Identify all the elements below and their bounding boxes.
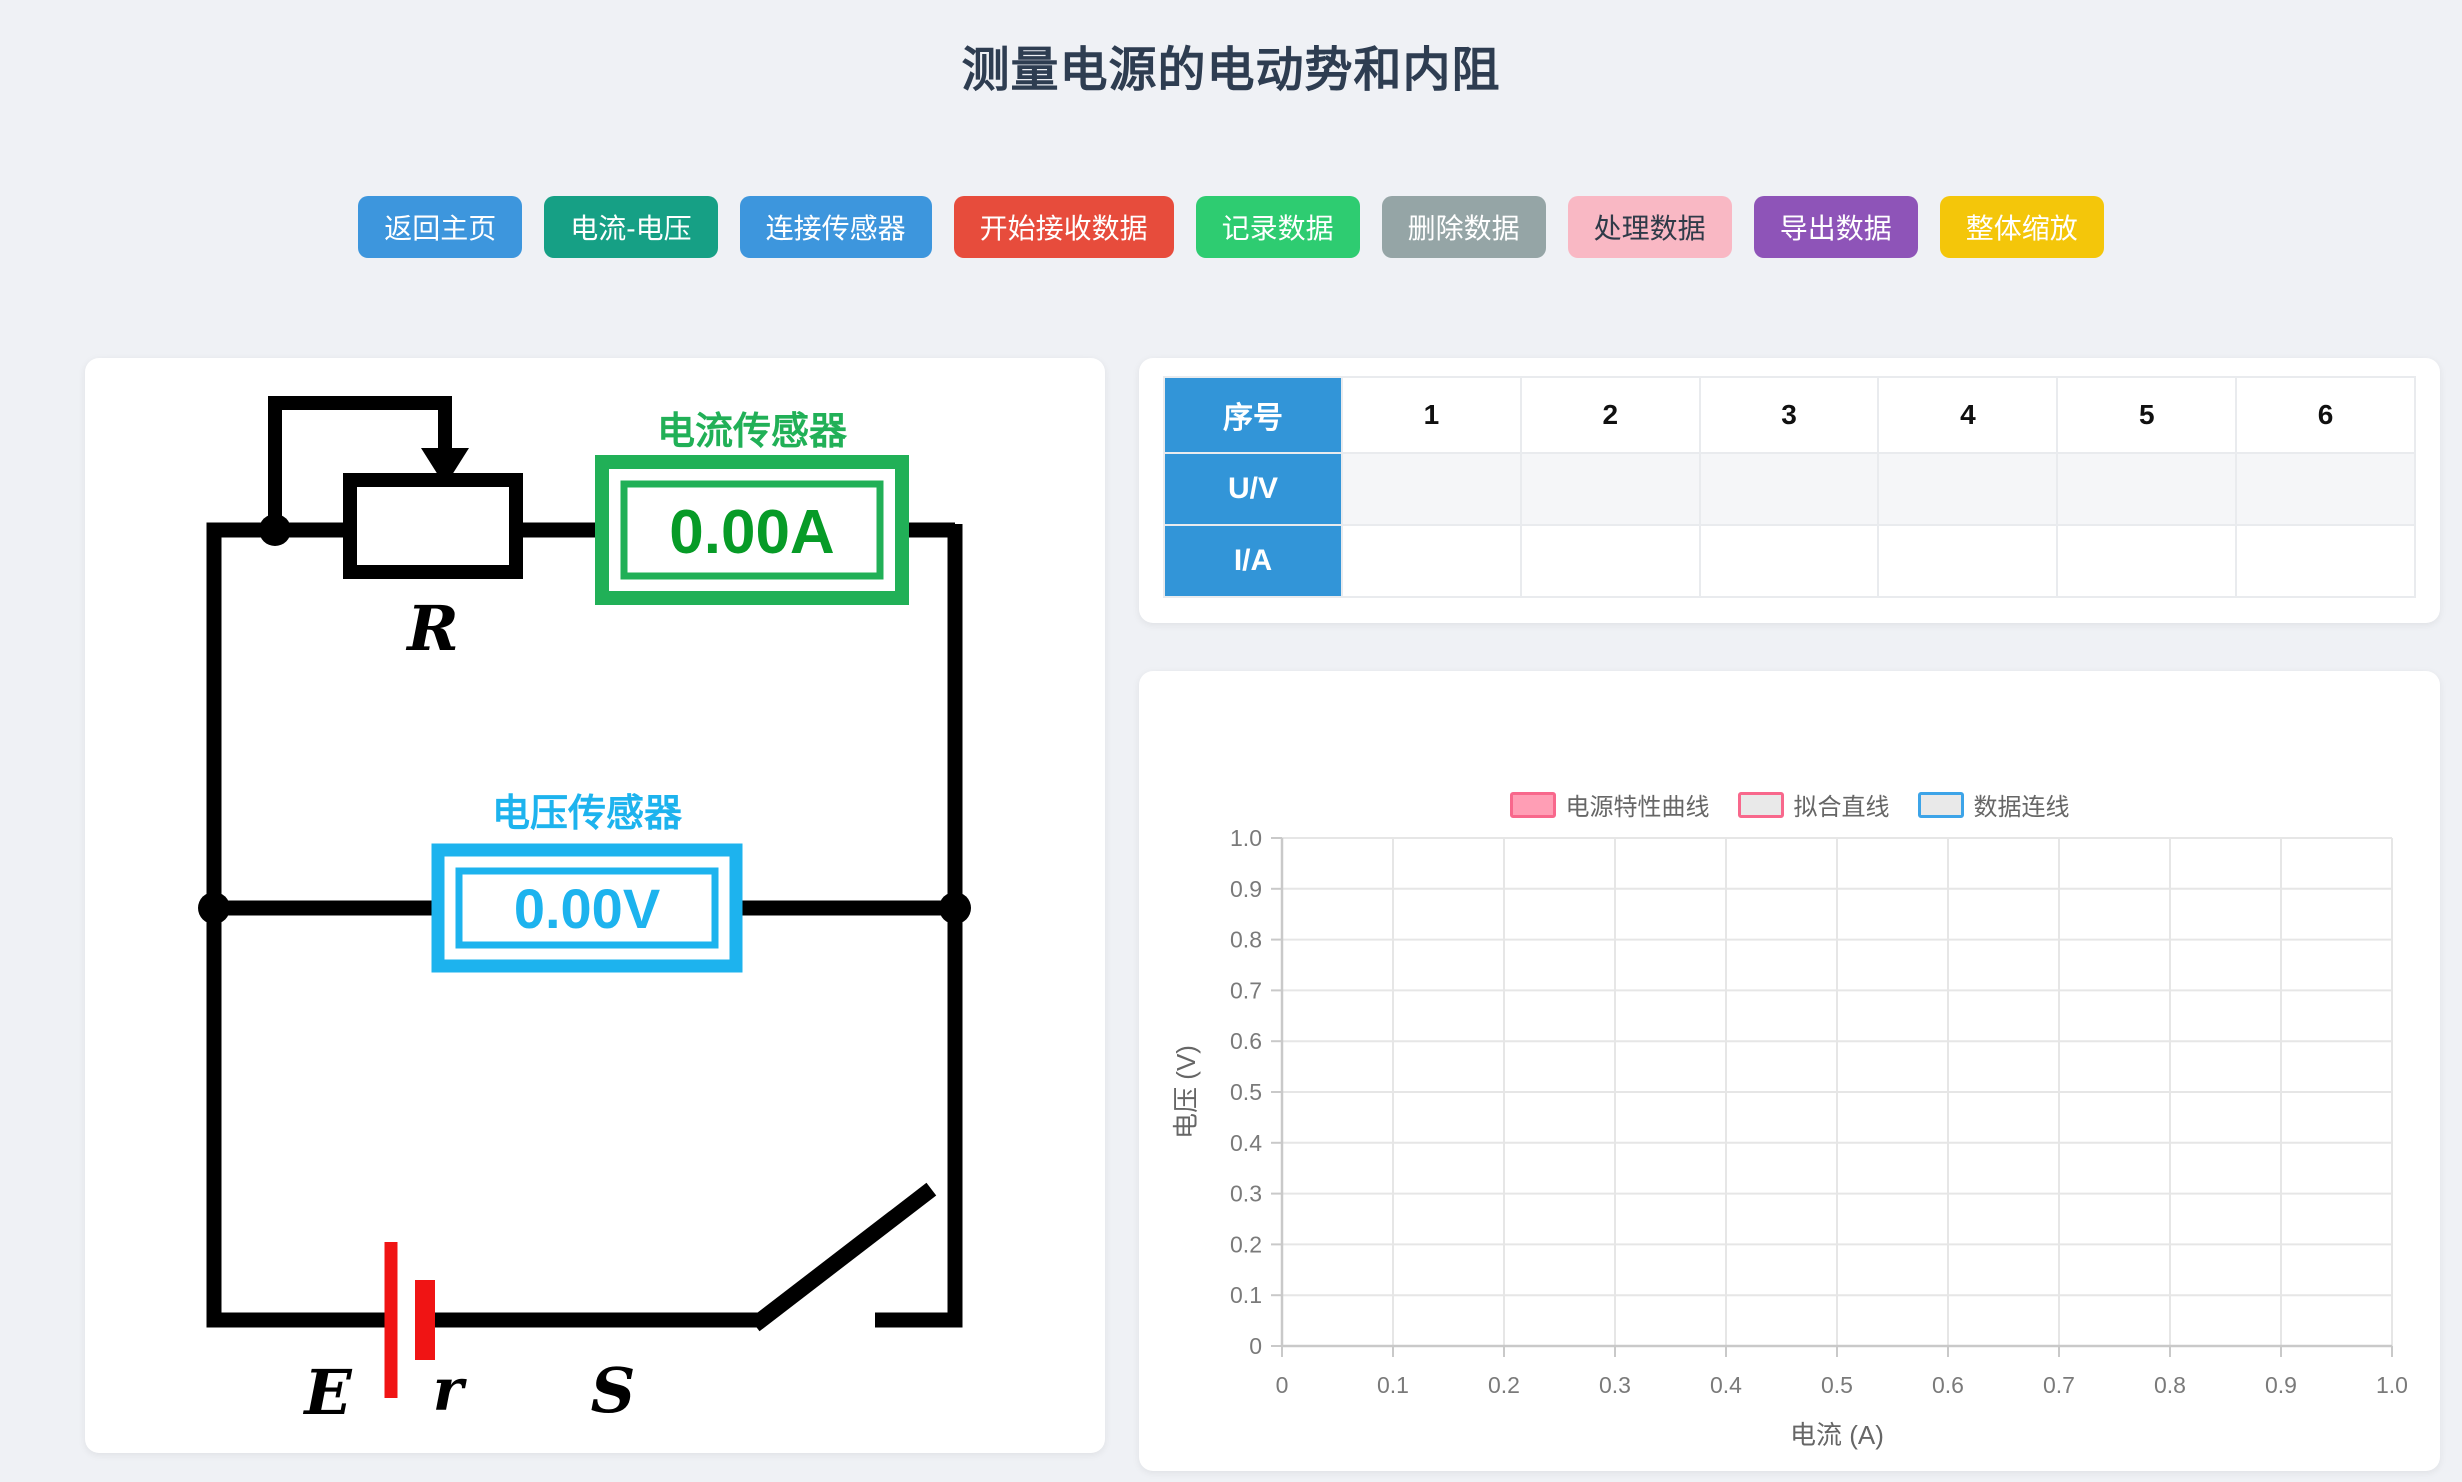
chart-svg: 0 0.1 0.2 0.3 0.4 0.5 0.6 0.7 0.8 0.9 1.0 0 0.1 0.2 0.… [1171,826,2408,1450]
current-sensor-inner-frame [620,480,884,580]
table-cell [1698,452,1880,526]
process-data-button[interactable]: 处理数据 [1567,196,1732,258]
table-cell [1877,524,2059,598]
table-cell [1341,524,1522,598]
table-col-header: 5 [2056,376,2238,454]
switch-label: S [591,1354,636,1427]
voltage-sensor-inner-frame [455,867,719,949]
y-tick-label: 0.6 [1230,1028,1262,1054]
table-cell [2056,452,2238,526]
current-sensor-label: 电流传感器 [657,411,848,453]
rheostat-slider-wire [268,396,452,530]
legend-item[interactable]: 数据连线 [1917,787,2070,822]
y-axis-title: 电压 (V) [1171,1045,1201,1139]
table-col-header: 3 [1698,376,1880,454]
x-tick-label: 0.3 [1599,1372,1631,1398]
zoom-all-button[interactable]: 整体缩放 [1939,196,2104,258]
x-tick-label: 0.1 [1377,1372,1409,1398]
legend-swatch-icon [1917,791,1964,818]
x-tick-label: 0.4 [1710,1372,1742,1398]
legend-item[interactable]: 电源特性曲线 [1509,787,1710,822]
rheostat-label: R [405,592,459,665]
table-cell [1341,452,1522,526]
legend-label: 拟合直线 [1793,794,1890,821]
legend-item[interactable]: 拟合直线 [1737,787,1890,822]
export-data-button[interactable]: 导出数据 [1753,196,1918,258]
junction-dot-right [939,892,971,924]
junction-dot-left [198,892,230,924]
circuit-diagram: R 电流传感器 0.00A 电压传感器 0.00V E r S [198,396,971,1429]
y-tick-label: 1.0 [1230,826,1262,851]
table-corner-cell: 序号 [1163,376,1343,454]
x-tick-label: 0.2 [1488,1372,1520,1398]
x-tick-label: 0.9 [2265,1372,2297,1398]
y-tick-label: 0.1 [1230,1282,1262,1308]
y-tick-label: 0.9 [1230,876,1262,902]
voltage-sensor-label: 电压传感器 [492,793,683,835]
voltage-sensor-value: 0.00V [514,877,660,940]
table-cell [2235,524,2416,598]
current-sensor-value: 0.00A [669,498,834,567]
table-cell [1877,452,2059,526]
connect-sensor-button[interactable]: 连接传感器 [739,196,932,258]
rheostat-body[interactable] [343,473,523,579]
x-tick-label: 0 [1276,1372,1289,1398]
page-title: 测量电源的电动势和内阻 [961,44,1501,97]
back-home-button[interactable]: 返回主页 [358,196,523,258]
legend-swatch-icon [1737,791,1784,818]
chart-panel: 电源特性曲线 拟合直线 数据连线 0 0.1 0.2 0.3 0.4 0.5 0.6 0.7 0.8… [1139,671,2440,1471]
table-cell [2056,524,2238,598]
legend-label: 电源特性曲线 [1565,794,1710,821]
table-cell [1519,452,1701,526]
legend-label: 数据连线 [1973,794,2070,821]
table-col-header: 6 [2235,376,2416,454]
y-tick-label: 0.4 [1230,1130,1262,1156]
chart-legend: 电源特性曲线 拟合直线 数据连线 [1165,787,2414,822]
delete-data-button[interactable]: 删除数据 [1381,196,1546,258]
wire-right-loop [875,524,963,1328]
start-receive-data-button[interactable]: 开始接收数据 [953,196,1174,258]
table-cell [1519,524,1701,598]
junction-dot-top [259,514,291,546]
table-col-header: 1 [1341,376,1522,454]
current-voltage-button[interactable]: 电流-电压 [544,196,718,258]
wire-left-loop [206,522,385,1328]
table-row-label: U/V [1163,452,1343,526]
toolbar: 返回主页电流-电压连接传感器开始接收数据记录数据删除数据处理数据导出数据整体缩放 [0,196,2462,258]
table-cell [2235,452,2416,526]
y-tick-label: 0.3 [1230,1181,1262,1207]
x-tick-label: 0.8 [2154,1372,2186,1398]
y-tick-label: 0.2 [1230,1231,1262,1257]
circuit-panel: R 电流传感器 0.00A 电压传感器 0.00V E r S [85,358,1105,1453]
y-tick-label: 0.5 [1230,1079,1262,1105]
table-col-header: 2 [1519,376,1701,454]
rheostat-arrow-icon [421,448,469,486]
y-tick-label: 0 [1249,1333,1262,1359]
emf-label: E [302,1356,352,1429]
legend-swatch-icon [1509,791,1556,818]
y-tick-label: 0.8 [1230,927,1262,953]
x-axis-title: 电流 (A) [1790,1420,1884,1450]
table-row-label: I/A [1163,524,1343,598]
table-cell [1698,524,1880,598]
x-tick-label: 0.7 [2043,1372,2075,1398]
y-tick-label: 0.7 [1230,977,1262,1003]
x-tick-label: 0.6 [1932,1372,1964,1398]
internal-resistance-label: r [433,1356,468,1424]
record-data-button[interactable]: 记录数据 [1195,196,1360,258]
x-tick-label: 0.5 [1821,1372,1853,1398]
table-col-header: 4 [1877,376,2059,454]
switch-blade[interactable] [749,1182,937,1332]
x-tick-label: 1.0 [2376,1372,2408,1398]
